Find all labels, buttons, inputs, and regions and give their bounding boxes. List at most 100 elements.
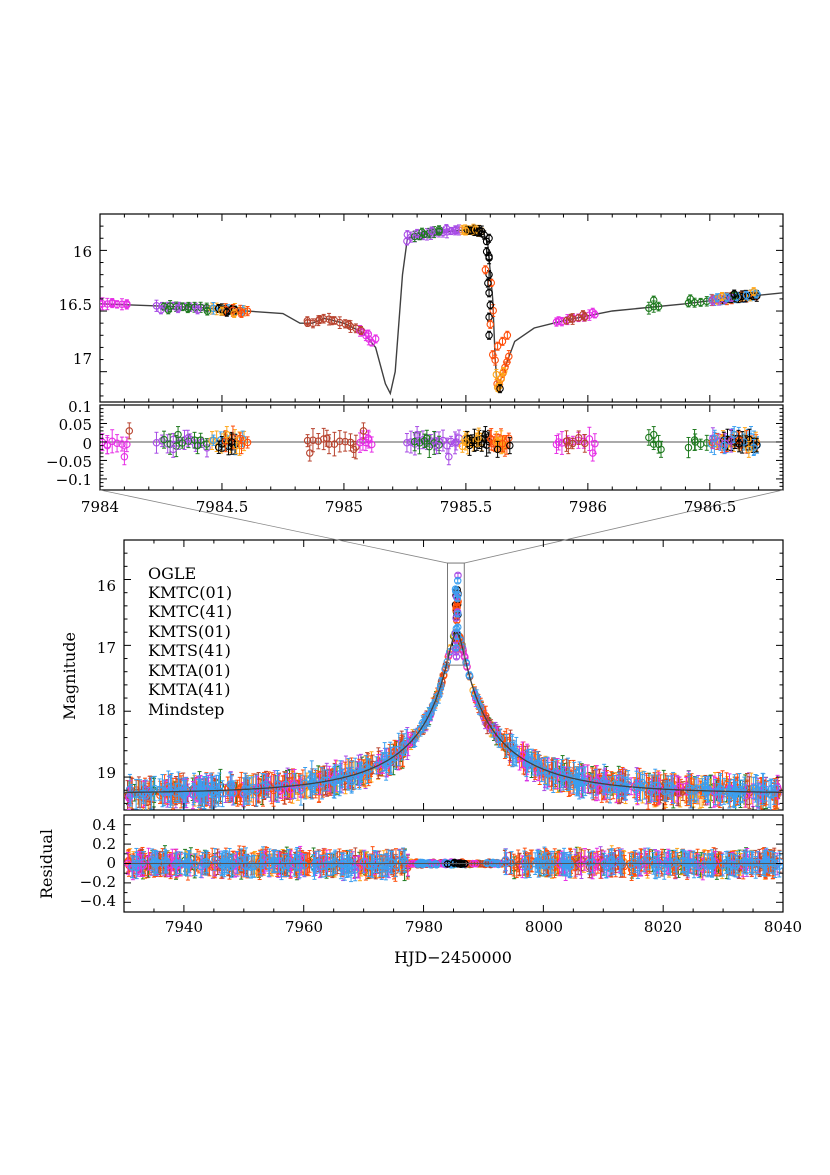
zoom-data-point — [723, 293, 731, 303]
full-data-point — [738, 779, 747, 802]
full-residual-point — [241, 854, 250, 877]
zoom-data-point — [100, 297, 107, 311]
zoom-residual-point — [336, 430, 344, 453]
full-data-point — [725, 786, 734, 809]
full-residual-point — [456, 859, 465, 867]
zoom-residual-point — [125, 422, 134, 440]
model-curve — [100, 229, 783, 396]
tick-labels: 16 16.5 17 0.1 0.05 0 −0.05 −0.1 7984 79… — [46, 243, 802, 936]
zoom-data-point — [427, 226, 436, 236]
zoom-data-point — [492, 368, 501, 381]
full-residual-point — [384, 854, 392, 878]
zoom-data-point — [303, 316, 312, 326]
full-data-point — [749, 776, 758, 800]
p3-ytick-label: 19 — [97, 764, 116, 782]
full-residual-point — [689, 850, 698, 874]
full-residual-point — [176, 851, 185, 875]
zoom-residual-point — [330, 431, 339, 457]
full-residual-point — [640, 849, 648, 873]
full-data-point — [588, 773, 596, 799]
model-curve — [124, 631, 783, 794]
p4-ytick-label: −0.4 — [80, 892, 116, 910]
p4-xtick-label: 8020 — [644, 918, 682, 936]
full-residual-point — [274, 849, 283, 873]
full-data-point — [453, 577, 462, 585]
p2-xtick-label: 7985 — [325, 498, 363, 516]
full-data-point — [411, 728, 419, 747]
zoom-data-point — [485, 288, 493, 298]
zoom-residual-point — [481, 426, 490, 444]
full-residual-point — [525, 855, 534, 879]
zoom-data-point — [193, 305, 202, 315]
zoom-data-point — [230, 308, 238, 318]
zoom-residual-point — [588, 444, 597, 462]
zoom-residual-point — [749, 439, 758, 456]
x-axis-title-hjd: HJD−2450000 — [394, 948, 512, 967]
full-data-point — [452, 624, 461, 633]
zoom-data-point — [484, 278, 492, 288]
full-residual-point — [391, 854, 400, 878]
full-data-point — [307, 775, 316, 800]
zoom-data-point — [418, 227, 426, 237]
legend-entry-mindstep: Mindstep — [148, 700, 224, 719]
zoom-data-point — [730, 289, 738, 299]
full-residual-point — [359, 850, 368, 874]
zoom-residual-point — [585, 426, 594, 451]
p2-xtick-label: 7986.5 — [684, 498, 737, 516]
p4-xtick-label: 7980 — [405, 918, 443, 936]
zoom-residual-point — [403, 433, 411, 453]
full-residual-point — [745, 850, 754, 874]
zoom-lightcurve-marks — [100, 223, 783, 396]
legend-entry-kmts01: KMTS(01) — [148, 622, 231, 641]
p2-xtick-label: 7986 — [569, 498, 607, 516]
p4-xtick-label: 7960 — [285, 918, 323, 936]
full-data-point — [454, 610, 462, 618]
zoom-data-point — [485, 270, 493, 280]
full-data-point — [660, 782, 669, 801]
zoom-residual-point — [462, 433, 470, 451]
zoom-residual-point — [445, 448, 453, 466]
zoom-data-point — [123, 299, 131, 309]
zoom-residual-point — [568, 437, 577, 450]
zoom-residual-point — [657, 440, 665, 458]
full-data-point — [146, 780, 155, 801]
zoom-data-point — [718, 291, 726, 301]
full-residual-point — [191, 853, 199, 876]
full-data-point — [543, 756, 552, 790]
full-residual-point — [217, 853, 226, 877]
zoom-residual-point — [710, 429, 719, 447]
full-data-point — [673, 776, 681, 802]
full-residual-point — [377, 857, 386, 881]
full-data-point — [452, 643, 460, 652]
full-residual-point — [432, 860, 441, 869]
p2-xtick-label: 7984 — [81, 498, 119, 516]
zoom-residual-point — [227, 433, 236, 451]
p4-ytick-label: −0.2 — [80, 873, 116, 891]
full-residual-point — [151, 853, 160, 876]
full-data-point — [297, 774, 305, 806]
full-residual-point — [718, 853, 727, 877]
legend-entry-ogle: OGLE — [148, 564, 196, 583]
zoom-data-point — [482, 247, 491, 257]
full-data-point — [632, 779, 640, 800]
zoom-residual-point — [202, 438, 211, 450]
zoom-residual-point — [113, 434, 121, 453]
zoom-data-point — [649, 295, 658, 305]
zoom-residual-point — [364, 429, 373, 447]
full-residual-point — [351, 858, 359, 882]
full-residual-point — [171, 853, 179, 876]
p4-ytick-label: 0.4 — [92, 816, 116, 834]
zoom-data-point — [435, 225, 443, 235]
zoom-residual-point — [581, 434, 589, 453]
full-residual-point — [414, 860, 422, 869]
full-residual-point — [211, 848, 219, 871]
full-residual-point — [387, 850, 395, 874]
zoom-data-point — [403, 230, 412, 240]
zoom-data-point — [218, 306, 226, 316]
zoom-residual-point — [684, 436, 693, 459]
full-data-point — [348, 760, 356, 785]
full-data-point — [311, 768, 320, 793]
zoom-residual-point — [564, 437, 573, 455]
full-residual-point — [395, 849, 404, 873]
zoom-residual-point — [506, 437, 514, 455]
